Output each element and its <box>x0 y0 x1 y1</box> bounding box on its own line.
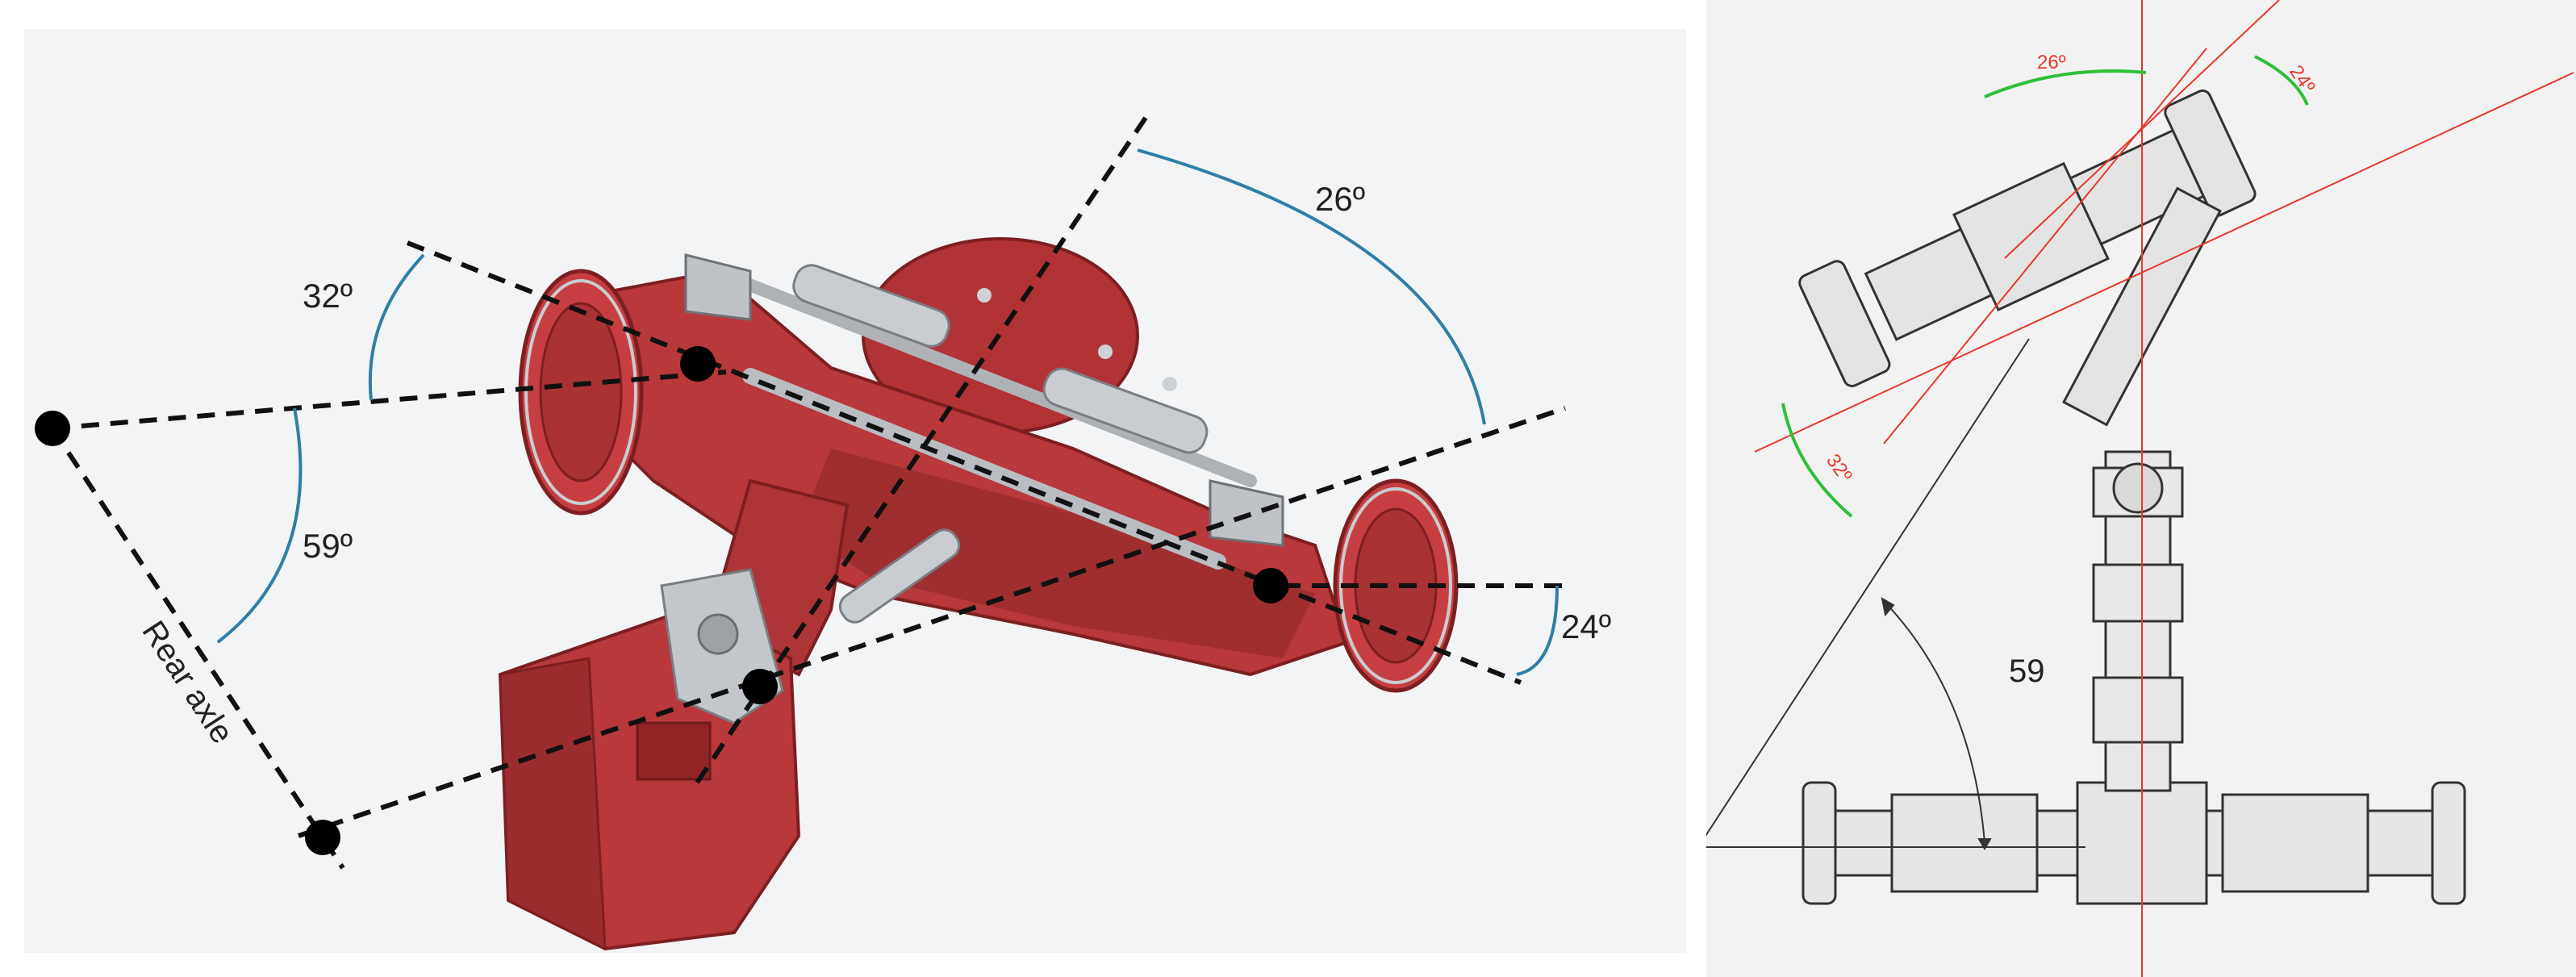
reference-lines <box>50 116 1573 870</box>
left-hub-ring <box>524 279 637 505</box>
steering-cylinder-3 <box>838 528 961 624</box>
green-arc-32 <box>1781 403 1853 518</box>
gearbox-front-face <box>499 657 607 951</box>
vertical-column <box>2092 450 2184 792</box>
axle-left-section <box>1890 793 2039 893</box>
angle-59-arc <box>1883 600 1985 844</box>
arm-center-block <box>1952 161 2110 311</box>
right-hub-inner <box>1354 507 1438 664</box>
angle-arcs <box>216 148 1559 676</box>
mount-hole <box>697 613 739 655</box>
arc-24 <box>1516 585 1559 676</box>
bolt <box>1163 377 1177 391</box>
arc-59 <box>216 407 303 644</box>
red-centerlines <box>1754 0 2574 977</box>
angle-59-arrow-bottom <box>1977 838 1992 850</box>
label-angle-59: 59 <box>2009 653 2045 689</box>
bolt <box>977 288 992 303</box>
steering-cylinder-2 <box>1042 367 1209 454</box>
green-arcs <box>1781 55 2309 518</box>
arm-right-flange <box>2164 89 2257 217</box>
technical-drawing-panel: 26º 24º 32º 59 <box>1706 0 2576 977</box>
steering-bracket-right <box>1209 479 1284 547</box>
red-line-arm <box>1754 72 2574 453</box>
axle-housing-shade <box>799 449 1315 658</box>
label-angle-26-red: 26º <box>2037 52 2066 73</box>
label-angle-32-red: 32º <box>1822 450 1856 486</box>
column-block-2 <box>2092 563 2184 623</box>
angle-59-arrow-top <box>1881 597 1895 617</box>
axle-render-panel: 32º 26º 59º 24º Rear axle <box>24 29 1686 953</box>
pivot-dot-left <box>35 411 70 446</box>
pivot-dot-right <box>1253 568 1288 603</box>
axle-right-flange <box>2431 781 2466 905</box>
axle-left-flange <box>1802 781 1837 905</box>
straight-axle <box>1802 781 2466 905</box>
pivot-dot-center <box>742 669 778 704</box>
line-rear-axle <box>50 427 345 870</box>
steering-bracket-left <box>684 253 752 321</box>
gearbox-window <box>636 721 712 781</box>
line-upper-axle <box>406 240 1522 685</box>
pivot-dot-upper <box>680 346 716 382</box>
line-lower-axle <box>298 406 1566 838</box>
axle-right-section <box>2221 793 2369 893</box>
technical-drawing-svg: 26º 24º 32º 59 <box>1706 0 2574 977</box>
label-angle-32: 32º <box>303 277 353 315</box>
green-arc-26 <box>1984 69 2147 98</box>
inclined-arm <box>1798 89 2257 387</box>
label-angle-59: 59º <box>303 527 353 565</box>
label-angle-24-red: 24º <box>2285 61 2319 98</box>
arm-left-flange <box>1798 260 1891 387</box>
arc-26 <box>1137 148 1486 425</box>
label-angle-24: 24º <box>1561 607 1611 645</box>
pivot-dot-bottom <box>305 820 340 855</box>
steering-cylinder-1 <box>792 264 950 348</box>
angle-59-incline <box>1706 338 2030 837</box>
angle-59-lines <box>1706 338 2085 850</box>
bolt <box>1098 344 1113 359</box>
label-angle-26: 26º <box>1315 180 1365 218</box>
column-joint <box>2112 462 2164 514</box>
arc-32 <box>368 253 425 401</box>
green-arc-24 <box>2254 55 2309 106</box>
axle-render-svg: 32º 26º 59º 24º Rear axle <box>35 116 1611 951</box>
red-line-24 <box>2004 0 2280 259</box>
line-left-to-pivot <box>52 370 727 431</box>
red-line-26 <box>1883 48 2207 445</box>
left-hub-inner <box>539 302 623 482</box>
column-block-3 <box>2092 676 2184 744</box>
